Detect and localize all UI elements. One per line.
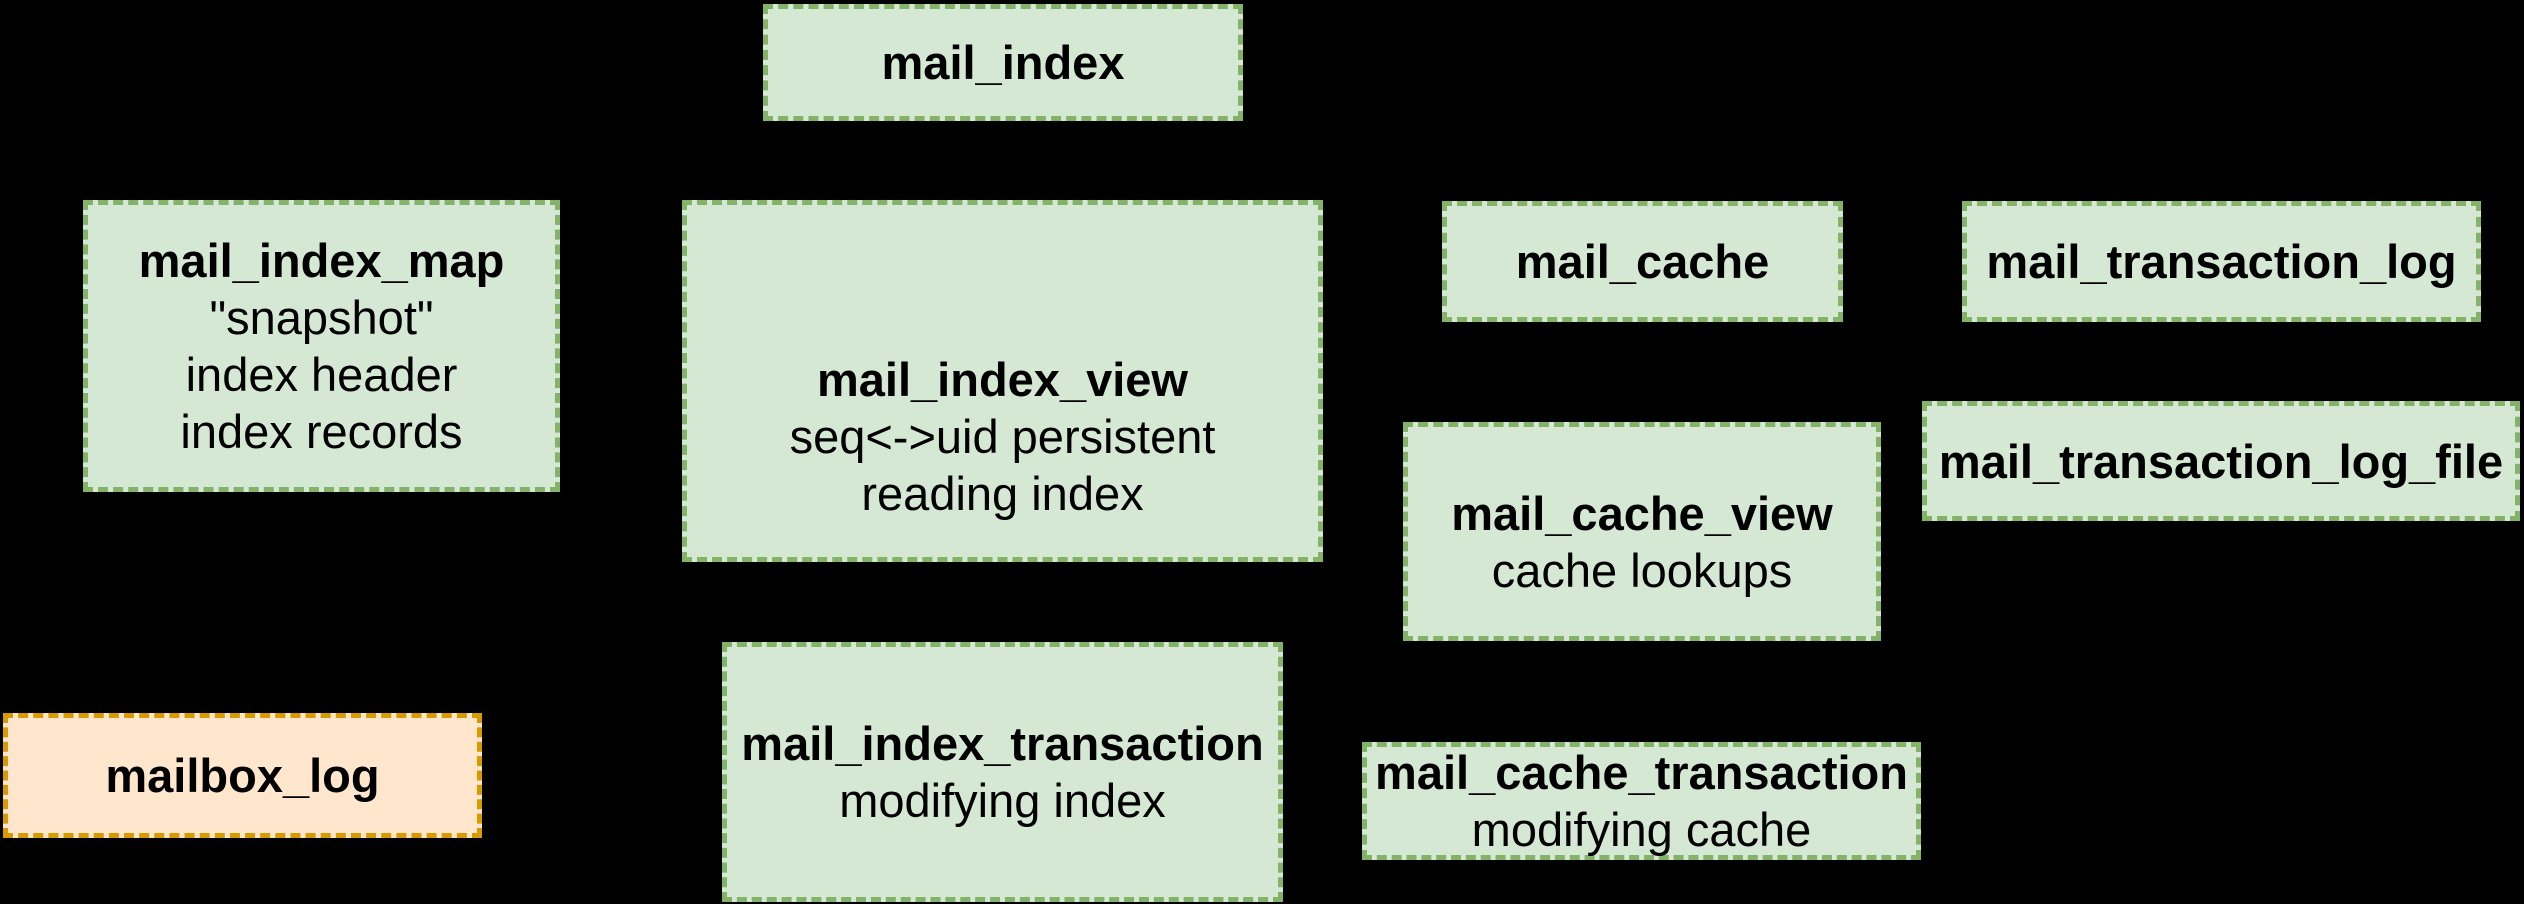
node-text-block: mail_index [882, 34, 1125, 91]
node-title: mailbox_log [105, 749, 380, 802]
node-mailbox_log: mailbox_log [3, 713, 482, 838]
node-mail_index: mail_index [763, 4, 1243, 121]
node-mail_cache: mail_cache [1442, 201, 1843, 322]
node-text-block: mailbox_log [105, 747, 379, 804]
node-title: mail_index_view [817, 352, 1188, 406]
node-text-block: mail_cache [1516, 233, 1769, 290]
node-title: mail_index_map [138, 234, 505, 287]
node-text-block: mail_transaction_log_file [1939, 433, 2503, 490]
node-title: mail_index_transaction [741, 717, 1264, 770]
node-subline: index header [185, 348, 458, 401]
node-subline: index records [180, 405, 463, 458]
node-title: mail_transaction_log_file [1938, 434, 2504, 488]
node-subline: "snapshot" [209, 291, 434, 344]
node-title: mail_transaction_log [1986, 235, 2457, 288]
node-subline: seq<->uid persistent [789, 409, 1216, 463]
node-subline: reading index [861, 466, 1144, 520]
node-title: mail_cache_transaction [1375, 746, 1908, 799]
node-subline: cache lookups [1491, 543, 1793, 597]
node-mail_transaction_log: mail_transaction_log [1962, 201, 2481, 322]
node-text-block: mail_transaction_log [1986, 233, 2456, 290]
node-title: mail_cache_view [1451, 486, 1833, 540]
node-title: mail_cache [1515, 235, 1770, 288]
node-title: mail_index [881, 36, 1125, 89]
node-mail_transaction_log_file: mail_transaction_log_file [1922, 401, 2520, 521]
node-subline: modifying cache [1471, 803, 1812, 856]
node-subline: modifying index [839, 774, 1166, 827]
